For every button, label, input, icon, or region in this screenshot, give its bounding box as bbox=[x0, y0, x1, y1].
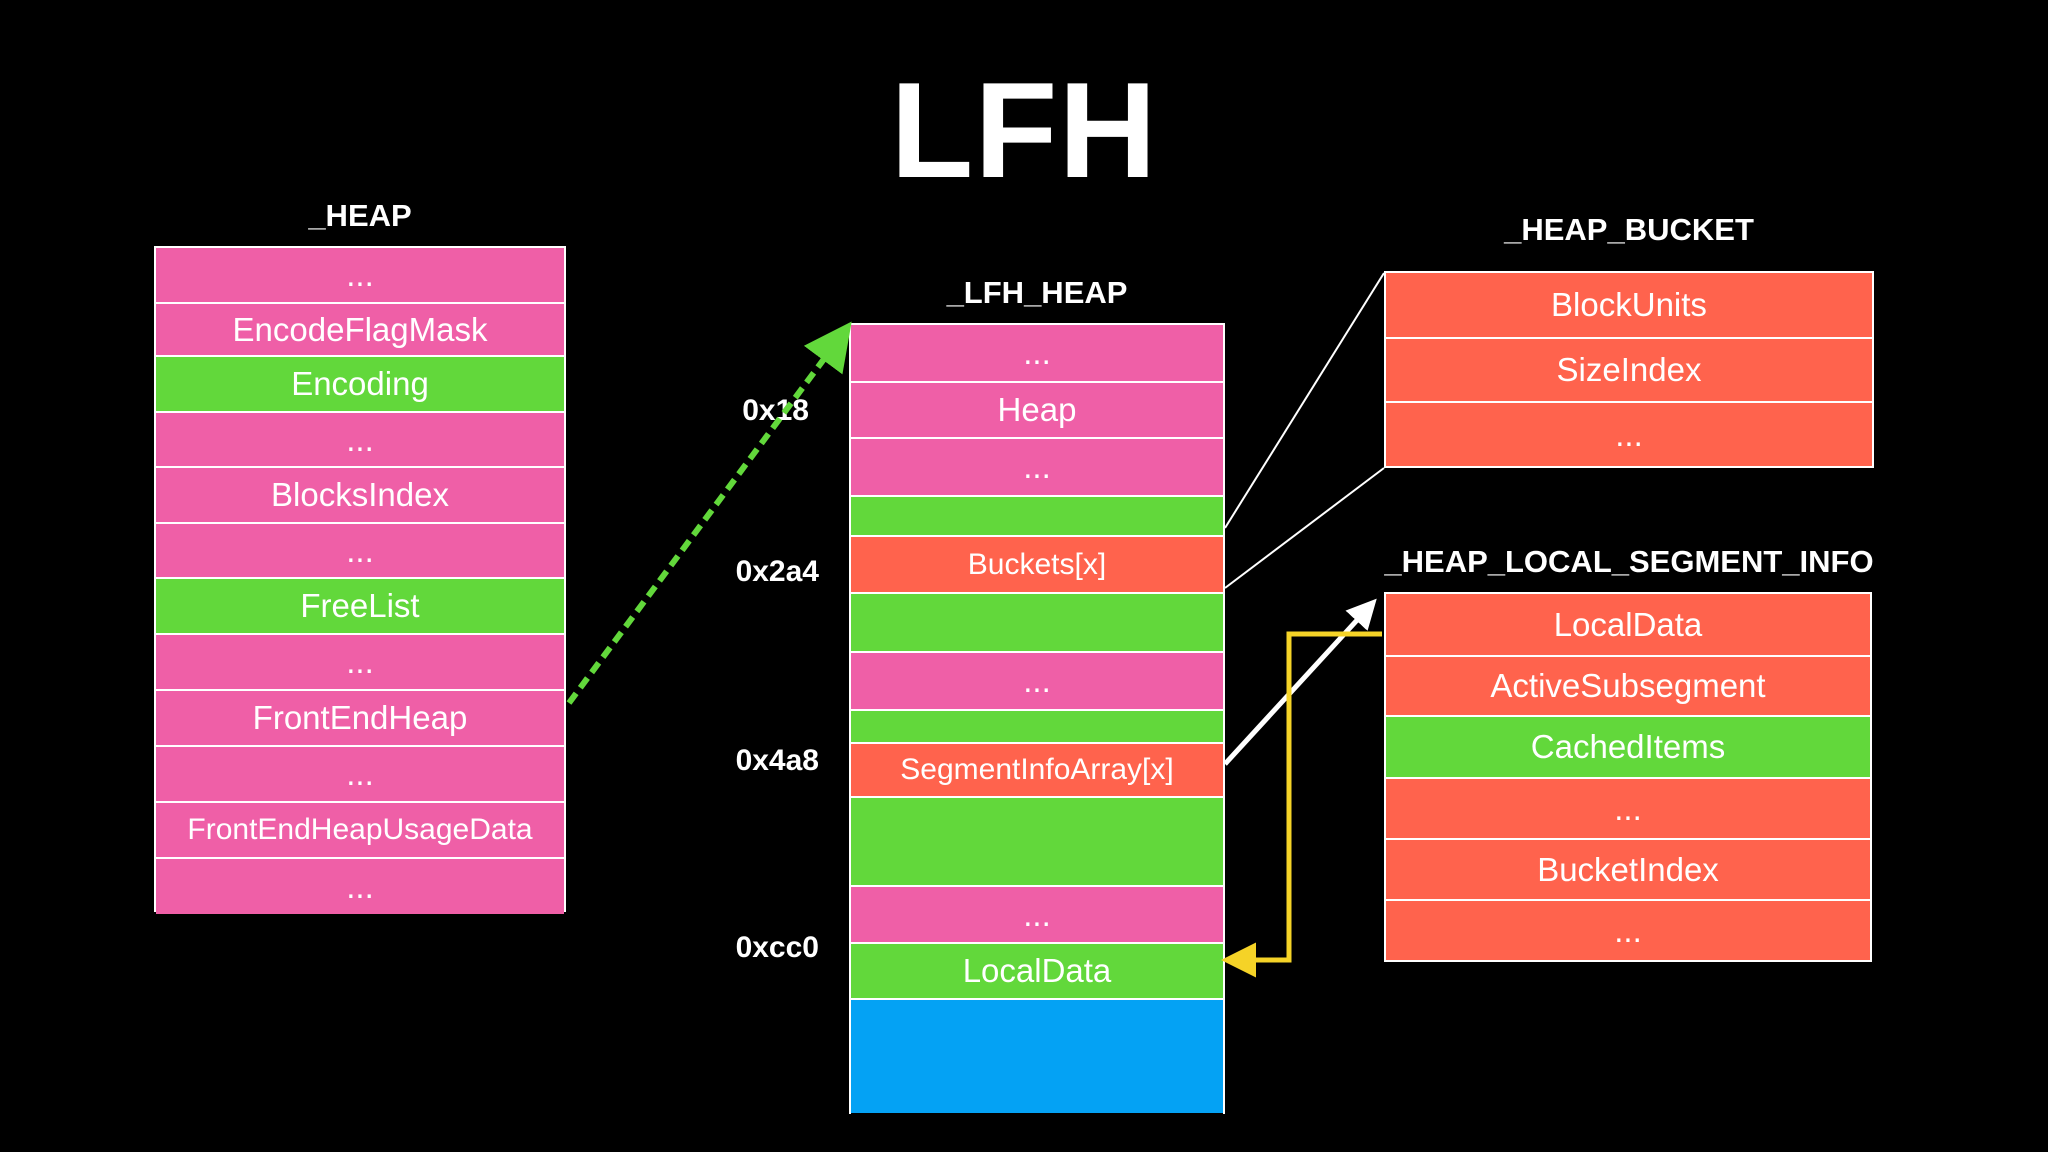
bucket-field: SizeIndex bbox=[1386, 339, 1872, 403]
heap-field: EncodeFlagMask bbox=[156, 304, 564, 357]
lfh-heap-field bbox=[851, 1000, 1223, 1113]
bucket-field: BlockUnits bbox=[1386, 273, 1872, 339]
heap-field: FreeList bbox=[156, 579, 564, 635]
lfh-heap-field: ... bbox=[851, 325, 1223, 383]
lfh-heap-field: Buckets[x] bbox=[851, 537, 1223, 594]
heap-field: ... bbox=[156, 248, 564, 304]
offset-label: 0x2a4 bbox=[735, 555, 819, 588]
heap-bucket-label: _HEAP_BUCKET bbox=[1504, 212, 1754, 247]
offset-label: 0x4a8 bbox=[735, 744, 819, 777]
heap-field: FrontEndHeap bbox=[156, 691, 564, 747]
lfh-heap-field: ... bbox=[851, 887, 1223, 944]
heap-field: ... bbox=[156, 635, 564, 691]
segment-info-field: ... bbox=[1386, 901, 1870, 960]
segment-info-field: ActiveSubsegment bbox=[1386, 657, 1870, 717]
heap-field: ... bbox=[156, 859, 564, 914]
heap-field: ... bbox=[156, 524, 564, 579]
slide-title: LFH bbox=[890, 54, 1158, 206]
heap-field: ... bbox=[156, 413, 564, 468]
frontendheap-pointer-arrow bbox=[566, 321, 852, 705]
heap-struct: ... EncodeFlagMask Encoding ... BlocksIn… bbox=[154, 246, 566, 914]
bucket-expand-line-top bbox=[1224, 272, 1385, 529]
lfh-heap-field bbox=[851, 497, 1223, 537]
lfh-heap-field bbox=[851, 711, 1223, 744]
offset-label: 0xcc0 bbox=[735, 931, 819, 964]
segment-info-field: LocalData bbox=[1386, 594, 1870, 657]
segment-info-label: _HEAP_LOCAL_SEGMENT_INFO bbox=[1384, 544, 1874, 579]
heap-bucket-struct: BlockUnits SizeIndex ... bbox=[1384, 271, 1874, 468]
heap-field: FrontEndHeapUsageData bbox=[156, 803, 564, 859]
lfh-heap-field: Heap bbox=[851, 383, 1223, 439]
segment-info-field: BucketIndex bbox=[1386, 840, 1870, 901]
lfh-heap-label: _LFH_HEAP bbox=[946, 275, 1128, 310]
localdata-backpointer-arrow bbox=[1221, 631, 1382, 978]
segment-info-pointer-arrow bbox=[1223, 598, 1377, 766]
lfh-heap-struct: ... Heap ... Buckets[x] ... SegmentInfoA… bbox=[849, 323, 1225, 1114]
lfh-heap-field: ... bbox=[851, 653, 1223, 711]
lfh-heap-field bbox=[851, 798, 1223, 887]
segment-info-field: CachedItems bbox=[1386, 717, 1870, 779]
lfh-heap-field: LocalData bbox=[851, 944, 1223, 1000]
lfh-heap-field bbox=[851, 594, 1223, 653]
bucket-expand-line-bottom bbox=[1224, 467, 1385, 589]
bucket-field: ... bbox=[1386, 403, 1872, 466]
lfh-heap-field: SegmentInfoArray[x] bbox=[851, 744, 1223, 798]
lfh-heap-field: ... bbox=[851, 439, 1223, 497]
heap-field: Encoding bbox=[156, 357, 564, 413]
heap-field: ... bbox=[156, 747, 564, 803]
heap-field: BlocksIndex bbox=[156, 468, 564, 524]
segment-info-struct: LocalData ActiveSubsegment CachedItems .… bbox=[1384, 592, 1872, 962]
heap-label: _HEAP bbox=[308, 198, 412, 233]
segment-info-field: ... bbox=[1386, 779, 1870, 840]
